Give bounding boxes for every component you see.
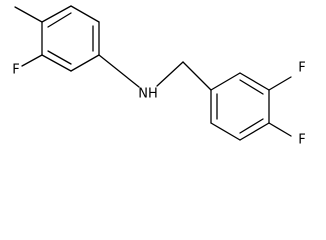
double-bond-inner — [239, 79, 264, 95]
methyl-bond — [14, 6, 43, 23]
ch2-ring-bond — [182, 61, 212, 91]
double-bond-inner — [239, 118, 264, 134]
c-n-bond — [98, 54, 140, 88]
bond — [70, 54, 100, 72]
right-benzene-ring — [210, 72, 270, 141]
bond — [210, 122, 241, 141]
n-ch2-bond — [156, 61, 184, 87]
bond — [239, 122, 270, 141]
bond — [239, 72, 270, 91]
c-f-bond — [21, 54, 43, 67]
left-benzene-ring — [41, 5, 100, 72]
c-f-bond — [268, 76, 292, 91]
bond — [70, 5, 100, 23]
bond — [41, 5, 72, 23]
fluorine-atom-label: F — [12, 63, 19, 78]
c-f-bond — [268, 122, 292, 137]
fluorine-atom-label: F — [298, 61, 305, 76]
amine-nh-label: NH — [138, 87, 158, 102]
fluorine-atom-label: F — [298, 133, 305, 148]
double-bond-inner — [47, 12, 72, 28]
bond — [210, 72, 241, 91]
double-bond-inner — [47, 50, 72, 65]
chemical-structure-diagram: F NH F F — [12, 5, 306, 148]
bond — [41, 54, 72, 72]
